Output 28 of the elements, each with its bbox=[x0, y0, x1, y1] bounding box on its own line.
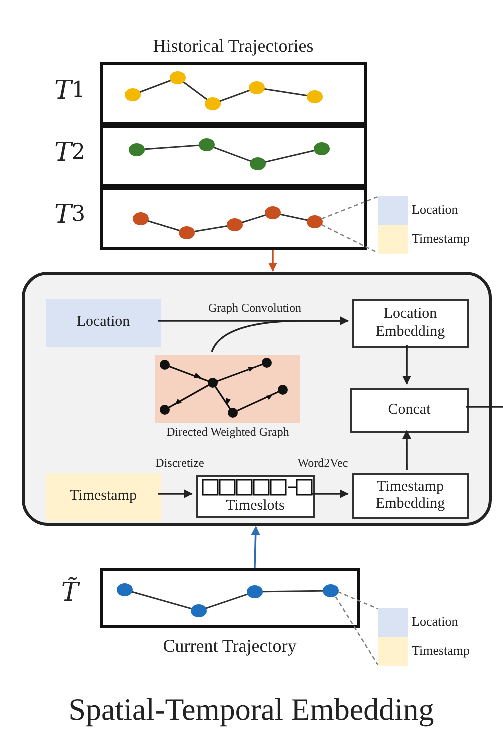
swatch-label: Location bbox=[412, 612, 460, 631]
input-box: Timestamp bbox=[46, 473, 161, 521]
arrow bbox=[158, 490, 193, 498]
timeslot-label: Timeslots bbox=[225, 497, 286, 516]
timeslot-box bbox=[196, 475, 315, 518]
swatch-label: Timestamp bbox=[412, 230, 472, 248]
trajectory-caption: Current Trajectory bbox=[162, 635, 298, 658]
leader-line bbox=[335, 596, 379, 666]
arrow bbox=[268, 250, 278, 272]
arrow bbox=[312, 490, 349, 499]
process-box: Timestamp Embedding bbox=[352, 473, 469, 519]
swatch-label: Timestamp bbox=[412, 642, 472, 660]
process-box: Location Embedding bbox=[352, 299, 469, 348]
arrow bbox=[402, 430, 412, 470]
arrow bbox=[251, 526, 260, 568]
graph-caption: Directed Weighted Graph bbox=[166, 424, 290, 442]
arrow bbox=[211, 316, 349, 352]
arrow bbox=[402, 345, 412, 385]
leader-line bbox=[338, 591, 378, 610]
panel-heading: Historical Trajectories bbox=[152, 35, 315, 58]
leader-line bbox=[322, 224, 378, 254]
swatch-label: Location bbox=[412, 200, 460, 219]
process-box: Concat bbox=[350, 388, 469, 433]
connector-line bbox=[466, 406, 503, 408]
trajectory-label: T̃ bbox=[60, 576, 82, 610]
input-box: Location bbox=[46, 299, 161, 347]
caption: Spatial-Temporal Embedding bbox=[68, 690, 436, 729]
module-panel bbox=[22, 272, 492, 526]
